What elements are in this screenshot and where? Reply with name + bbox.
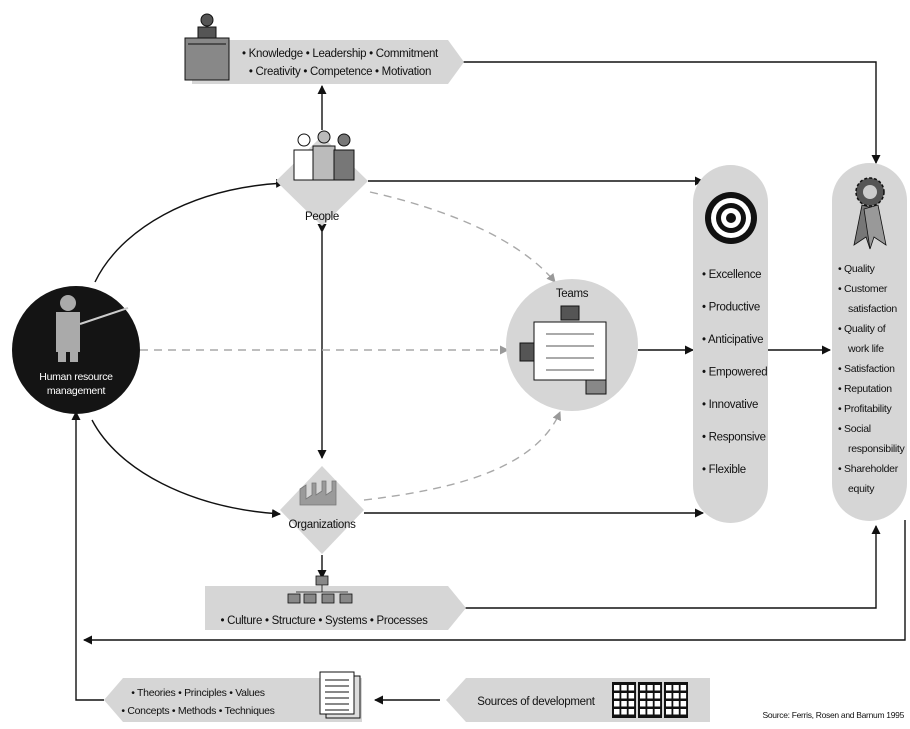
hrm-line2: management — [47, 385, 106, 397]
hrm-line1: Human resource — [39, 371, 113, 383]
result-line: • Quality — [838, 263, 876, 275]
outcomes-panel: • Excellence • Productive • Anticipative • … — [693, 165, 768, 523]
culture-text: • Culture • Structure • Systems • Proces… — [220, 615, 428, 627]
outcome-item: • Anticipative — [702, 334, 763, 346]
hrm-node: Human resource management — [12, 286, 140, 414]
outcome-item: • Excellence — [702, 269, 761, 281]
result-line: • Shareholder — [838, 463, 899, 475]
result-line: • Quality of — [838, 323, 886, 335]
outcome-list: • Excellence • Productive • Anticipative • … — [702, 269, 768, 476]
document-stack-icon — [319, 671, 361, 719]
result-line: responsibility — [848, 443, 906, 455]
people-label: People — [305, 211, 339, 223]
outcome-item: • Innovative — [702, 399, 758, 411]
arrow-hrm-to-people — [94, 178, 285, 283]
sources-box: Sources of development — [446, 678, 710, 722]
result-line: • Reputation — [838, 383, 892, 395]
outcome-item: • Empowered — [702, 367, 767, 379]
arrow-feedback-to-left — [83, 520, 906, 645]
outcome-item: • Responsive — [702, 432, 766, 444]
teams-node: Teams — [506, 279, 638, 411]
sources-label: Sources of development — [477, 696, 596, 708]
top-box-line1: • Knowledge • Leadership • Commitment — [242, 48, 439, 60]
org-chart-icon — [287, 575, 353, 604]
teams-label: Teams — [556, 288, 589, 300]
top-box-line2: • Creativity • Competence • Motivation — [249, 66, 431, 78]
theories-line2: • Concepts • Methods • Techniques — [121, 705, 274, 717]
theories-box: • Theories • Principles • Values • Conce… — [104, 671, 362, 722]
result-line: • Satisfaction — [838, 363, 895, 375]
result-line: • Social — [838, 423, 871, 435]
theories-line1: • Theories • Principles • Values — [131, 687, 265, 699]
dashed-connectors — [140, 191, 561, 501]
target-icon — [705, 192, 757, 244]
connectors — [71, 61, 906, 705]
arrow-culture-to-results — [462, 525, 881, 609]
outcome-item: • Productive — [702, 302, 760, 314]
teacher-icon — [56, 295, 129, 362]
results-list: • Quality • Customer satisfaction • Quality… — [838, 263, 906, 495]
presenter-icon — [184, 13, 230, 81]
people-group-icon — [293, 130, 355, 181]
arrow-theories-to-hrm — [71, 411, 104, 701]
arrow-hrm-to-organizations — [91, 419, 281, 518]
culture-box: • Culture • Structure • Systems • Proces… — [205, 575, 466, 630]
organizations-label: Organizations — [288, 519, 356, 531]
award-ribbon-icon — [853, 177, 887, 250]
organizations-node: Organizations — [280, 466, 364, 554]
top-competencies-box: • Knowledge • Leadership • Commitment • … — [184, 13, 464, 84]
result-line: • Customer — [838, 283, 888, 295]
result-line: • Profitability — [838, 403, 892, 415]
outcome-item: • Flexible — [702, 464, 746, 476]
source-note: Source: Ferris, Rosen and Barnum 1995 — [762, 710, 904, 720]
people-node: People — [276, 130, 368, 226]
results-panel: • Quality • Customer satisfaction • Quality… — [832, 163, 907, 521]
result-line: equity — [848, 483, 875, 495]
dashed-organizations-to-teams — [363, 411, 561, 501]
factory-icon — [299, 480, 337, 506]
team-table-icon — [519, 305, 607, 395]
dashed-people-to-teams — [369, 191, 556, 283]
calendar-grid-icon — [612, 682, 688, 718]
result-line: satisfaction — [848, 303, 897, 315]
arrow-top-to-results — [462, 61, 881, 164]
result-line: work life — [847, 343, 884, 355]
